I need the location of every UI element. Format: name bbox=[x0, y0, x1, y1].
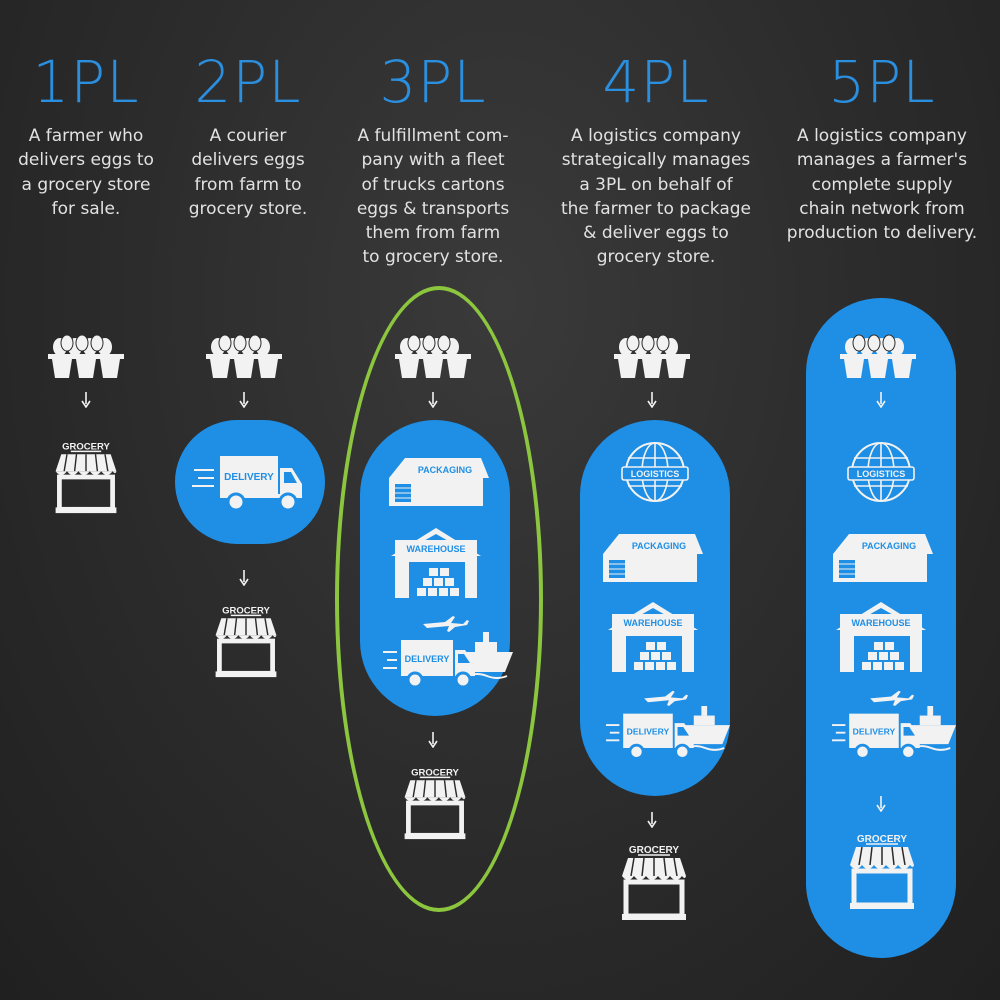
delivery-truck-with-plane-and-ship-icon: DELIVERY bbox=[383, 614, 513, 694]
airplane-icon bbox=[870, 690, 915, 707]
description-line: A logistics company bbox=[571, 126, 741, 146]
column-title: 4PL bbox=[602, 48, 710, 116]
grocery-store-icon: GROCERY bbox=[614, 842, 694, 922]
description-line: to grocery store. bbox=[362, 247, 504, 268]
description-line: strategically manages bbox=[561, 150, 751, 171]
icon-label: WAREHOUSE bbox=[406, 544, 465, 554]
icon-label: PACKAGING bbox=[418, 465, 472, 475]
column-title: 3PL bbox=[379, 48, 487, 116]
icon-label: LOGISTICS bbox=[857, 469, 906, 479]
icon-label: GROCERY bbox=[857, 834, 908, 845]
description-line: manages a farmer's bbox=[796, 150, 968, 171]
column-5pl: 5PL A logistics company manages a farmer… bbox=[782, 0, 982, 1000]
egg-carton-icon bbox=[395, 332, 471, 380]
grocery-store-icon: GROCERY bbox=[397, 764, 473, 842]
column-description: A fulfillment com- pany with a fleet of … bbox=[333, 124, 533, 270]
column-title: 1PL bbox=[32, 48, 140, 116]
column-title: 5PL bbox=[828, 48, 936, 116]
highlight-outline bbox=[335, 286, 543, 912]
column-description: A logistics company strategically manage… bbox=[556, 124, 756, 270]
description-line: production to delivery. bbox=[786, 223, 978, 244]
description-line: them from farm bbox=[365, 223, 501, 244]
egg-carton-icon bbox=[614, 332, 690, 380]
globe-icon: LOGISTICS bbox=[846, 440, 916, 504]
column-title: 2PL bbox=[194, 48, 302, 116]
globe-icon: LOGISTICS bbox=[620, 440, 690, 504]
grocery-store-icon: GROCERY bbox=[208, 602, 284, 680]
airplane-icon bbox=[644, 690, 689, 707]
icon-label: WAREHOUSE bbox=[851, 618, 910, 628]
column-3pl: 3PL A fulfillment com- pany with a fleet… bbox=[333, 0, 543, 1000]
egg-carton-icon bbox=[840, 332, 916, 380]
packaging-building-icon: PACKAGING bbox=[383, 452, 491, 508]
icon-label: GROCERY bbox=[62, 441, 110, 452]
delivery-truck-with-plane-and-ship-icon: DELIVERY bbox=[832, 688, 956, 766]
description-line: of trucks cartons bbox=[361, 174, 505, 195]
icon-label: DELIVERY bbox=[627, 727, 670, 737]
column-description: A farmer who delivers eggs to a grocery … bbox=[0, 124, 186, 221]
warehouse-icon: WAREHOUSE bbox=[389, 526, 483, 598]
arrow-down-icon bbox=[79, 392, 93, 408]
description-line: eggs & transports bbox=[356, 198, 510, 219]
icon-label: LOGISTICS bbox=[631, 469, 680, 479]
description-line: the farmer to package bbox=[560, 198, 752, 219]
arrow-down-icon bbox=[237, 392, 251, 408]
delivery-truck-with-plane-and-ship-icon: DELIVERY bbox=[606, 688, 730, 766]
column-2pl: 2PL A courier delivers eggs from farm to… bbox=[148, 0, 348, 1000]
delivery-truck-icon: DELIVERY bbox=[192, 450, 304, 514]
arrow-down-icon bbox=[237, 570, 251, 586]
description-line: chain network from bbox=[799, 198, 965, 219]
icon-label: PACKAGING bbox=[632, 541, 686, 551]
packaging-building-icon: PACKAGING bbox=[826, 528, 936, 584]
icon-label: GROCERY bbox=[411, 767, 459, 778]
column-description: A logistics company manages a farmer's c… bbox=[782, 124, 982, 245]
icon-label: DELIVERY bbox=[853, 727, 896, 737]
grocery-store-icon: GROCERY bbox=[842, 830, 922, 912]
icon-label: DELIVERY bbox=[224, 472, 274, 483]
description-line: A fulfillment com- bbox=[357, 126, 509, 146]
arrow-down-icon bbox=[426, 732, 440, 748]
description-line: A farmer who bbox=[28, 126, 144, 146]
egg-carton-icon bbox=[206, 332, 282, 380]
description-line: grocery store. bbox=[188, 198, 308, 219]
grocery-store-icon: GROCERY bbox=[48, 438, 124, 516]
icon-label: DELIVERY bbox=[405, 654, 450, 664]
egg-carton-icon bbox=[48, 332, 124, 380]
icon-label: PACKAGING bbox=[862, 541, 916, 551]
description-line: & deliver eggs to bbox=[583, 223, 729, 244]
column-1pl: 1PL A farmer who delivers eggs to a groc… bbox=[0, 0, 186, 1000]
description-line: a 3PL on behalf of bbox=[579, 174, 733, 195]
icon-label: GROCERY bbox=[222, 605, 270, 616]
warehouse-icon: WAREHOUSE bbox=[606, 600, 700, 672]
description-line: from farm to bbox=[194, 174, 302, 195]
description-line: pany with a fleet bbox=[361, 150, 505, 171]
arrow-down-icon bbox=[645, 812, 659, 828]
airplane-icon bbox=[423, 616, 469, 632]
arrow-down-icon bbox=[874, 392, 888, 408]
column-4pl: 4PL A logistics company strategically ma… bbox=[556, 0, 756, 1000]
description-line: A courier bbox=[209, 126, 287, 146]
description-line: delivers eggs to bbox=[18, 150, 154, 171]
column-description: A courier delivers eggs from farm to gro… bbox=[148, 124, 348, 221]
description-line: for sale. bbox=[51, 198, 121, 219]
arrow-down-icon bbox=[645, 392, 659, 408]
icon-label: GROCERY bbox=[629, 845, 680, 856]
description-line: A logistics company bbox=[797, 126, 967, 146]
packaging-building-icon: PACKAGING bbox=[596, 528, 706, 584]
icon-label: WAREHOUSE bbox=[623, 618, 682, 628]
description-line: delivers eggs bbox=[191, 150, 305, 171]
description-line: a grocery store bbox=[21, 174, 151, 195]
description-line: complete supply bbox=[811, 174, 953, 195]
arrow-down-icon bbox=[426, 392, 440, 408]
description-line: grocery store. bbox=[596, 247, 716, 268]
warehouse-icon: WAREHOUSE bbox=[834, 600, 928, 672]
arrow-down-icon bbox=[874, 796, 888, 812]
